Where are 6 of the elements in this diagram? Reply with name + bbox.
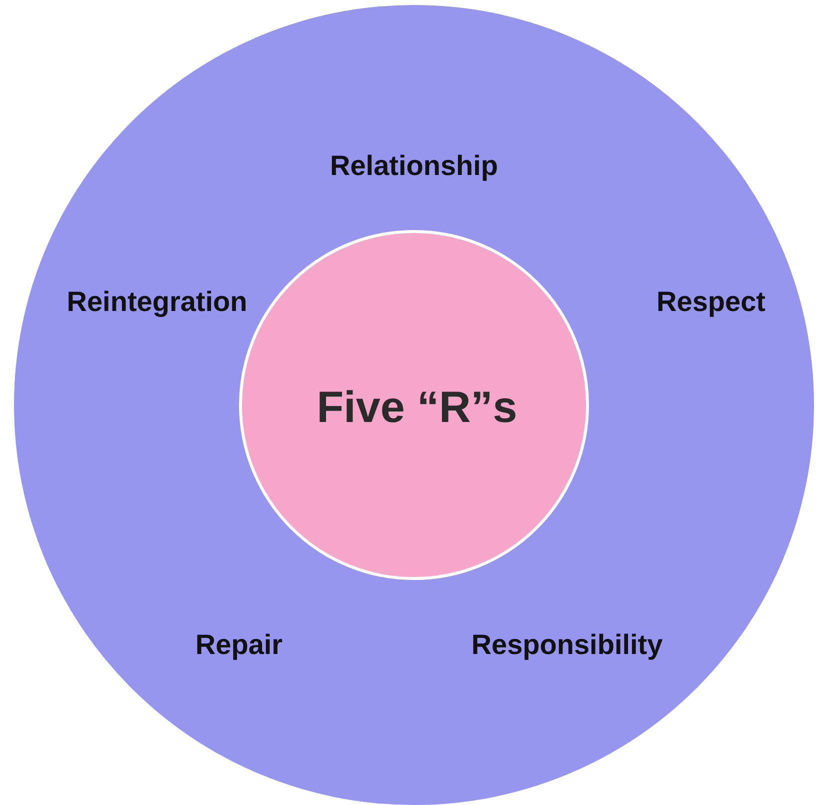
segment-label: Reintegration — [66, 286, 248, 318]
segment-label: Repair — [195, 629, 283, 661]
segment-label: Responsibility — [471, 629, 663, 661]
segment-label: Respect — [656, 286, 766, 318]
center-label: Five “R”s — [316, 383, 518, 433]
segment-label: Relationship — [330, 150, 498, 182]
